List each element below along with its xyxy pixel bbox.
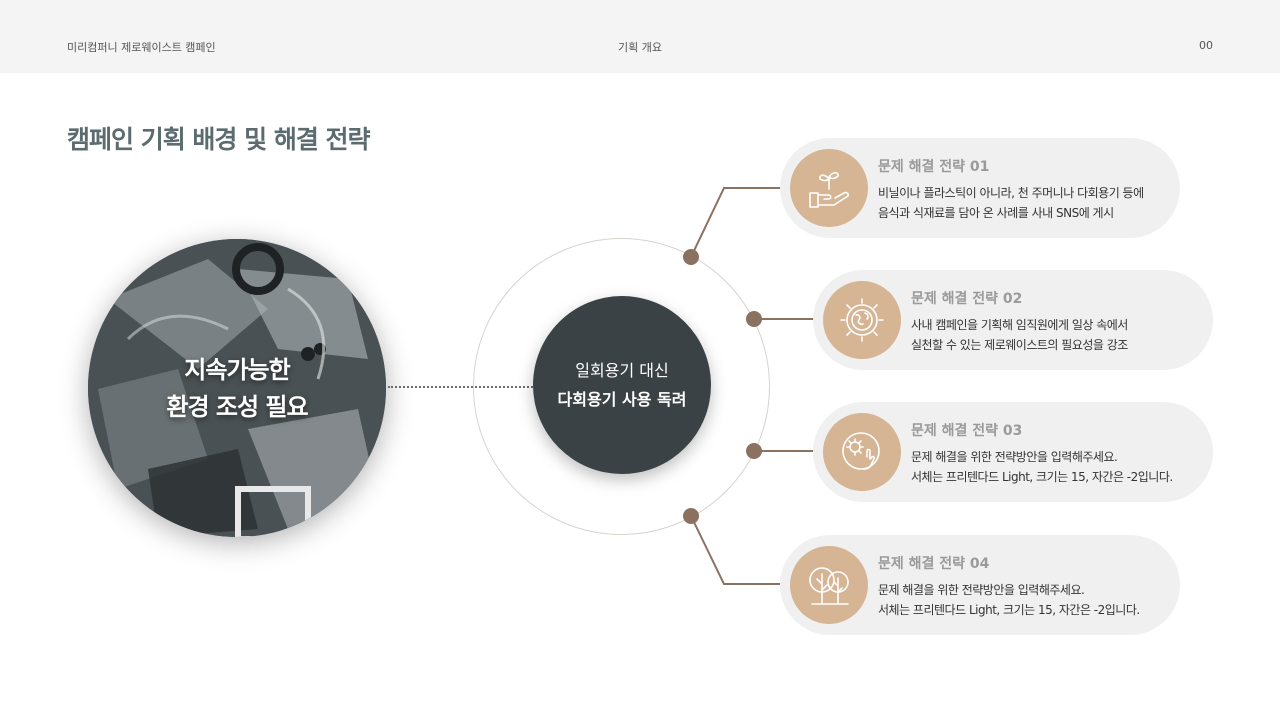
connector-line-4 xyxy=(690,515,790,585)
strategy-card-02: 문제 해결 전략 02 사내 캠페인을 기획해 임직원에게 일상 속에서 실천할… xyxy=(813,270,1213,370)
strategy-icon-circle xyxy=(790,546,868,624)
strategy-title: 문제 해결 전략 01 xyxy=(878,159,990,175)
strategy-desc-line1: 비닐이나 플라스틱이 아니라, 천 주머니나 다회용기 등에 xyxy=(878,186,1144,200)
connector-dot-1 xyxy=(683,249,699,265)
dotted-connector xyxy=(388,386,533,388)
gear-globe-icon xyxy=(840,298,884,342)
page-title: 캠페인 기획 배경 및 해결 전략 xyxy=(67,125,371,154)
center-circle-text: 일회용기 대신 다회용기 사용 독려 xyxy=(533,356,711,414)
strategy-desc-line1: 사내 캠페인을 기획해 임직원에게 일상 속에서 xyxy=(911,318,1128,332)
strategy-desc-line2: 음식과 식재료를 담아 온 사례를 사내 SNS에 게시 xyxy=(878,206,1114,220)
left-circle-text: 지속가능한 환경 조성 필요 xyxy=(88,352,386,426)
page-number: 00 xyxy=(1199,39,1213,52)
strategy-desc-line2: 서체는 프리텐다드 Light, 크기는 15, 자간은 -2입니다. xyxy=(878,603,1140,617)
strategy-title: 문제 해결 전략 04 xyxy=(878,556,990,572)
connector-dot-2 xyxy=(746,311,762,327)
left-circle-line2: 환경 조성 필요 xyxy=(166,393,308,421)
strategy-desc-line2: 서체는 프리텐다드 Light, 크기는 15, 자간은 -2입니다. xyxy=(911,470,1173,484)
connector-line-1 xyxy=(690,187,790,258)
virus-touch-icon xyxy=(842,432,880,470)
center-line2: 다회용기 사용 독려 xyxy=(557,390,687,409)
center-circle: 일회용기 대신 다회용기 사용 독려 xyxy=(533,296,711,474)
strategy-icon-circle xyxy=(823,413,901,491)
header-bar: 미리컴퍼니 제로웨이스트 캠페인 기획 개요 00 xyxy=(0,0,1280,73)
background-photo-circle: 지속가능한 환경 조성 필요 xyxy=(88,239,386,537)
center-outer-ring xyxy=(473,238,770,535)
center-line1: 일회용기 대신 xyxy=(575,361,669,380)
connector-dot-3 xyxy=(746,443,762,459)
hand-sprout-icon xyxy=(809,171,849,208)
strategy-card-01: 문제 해결 전략 01 비닐이나 플라스틱이 아니라, 천 주머니나 다회용기 … xyxy=(780,138,1180,238)
waste-photo-image xyxy=(88,239,386,537)
section-label: 기획 개요 xyxy=(618,41,662,54)
strategy-title: 문제 해결 전략 02 xyxy=(911,291,1023,307)
strategy-card-03: 문제 해결 전략 03 문제 해결을 위한 전략방안을 입력해주세요. 서체는 … xyxy=(813,402,1213,502)
strategy-desc-line1: 문제 해결을 위한 전략방안을 입력해주세요. xyxy=(911,450,1118,464)
company-label: 미리컴퍼니 제로웨이스트 캠페인 xyxy=(67,41,216,54)
strategy-icon-circle xyxy=(790,149,868,227)
strategy-icon-circle xyxy=(823,281,901,359)
connector-dot-4 xyxy=(683,508,699,524)
trees-icon xyxy=(809,567,849,605)
left-circle-line1: 지속가능한 xyxy=(184,356,290,384)
strategy-card-04: 문제 해결 전략 04 문제 해결을 위한 전략방안을 입력해주세요. 서체는 … xyxy=(780,535,1180,635)
strategy-desc-line2: 실천할 수 있는 제로웨이스트의 필요성을 강조 xyxy=(911,338,1128,352)
strategy-desc-line1: 문제 해결을 위한 전략방안을 입력해주세요. xyxy=(878,583,1085,597)
strategy-title: 문제 해결 전략 03 xyxy=(911,423,1023,439)
